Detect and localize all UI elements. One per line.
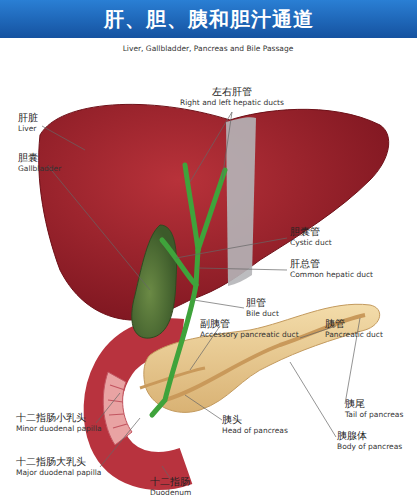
title-bar <box>0 0 417 38</box>
part-label: Accessory pancreatic duct <box>200 331 299 339</box>
part-label: 胆管 <box>246 297 266 308</box>
part-label: 肝脏 <box>18 112 38 123</box>
gallbladder-shape <box>132 225 177 338</box>
part-label: 胆囊 <box>18 152 38 163</box>
subtitle-text: Liver, Gallbladder, Pancreas and Bile Pa… <box>123 45 294 53</box>
part-label: 副胰管 <box>200 318 230 329</box>
liver-shape <box>39 104 389 320</box>
part-label: 十二指肠大乳头 <box>16 456 86 467</box>
part-label: 胰尾 <box>345 398 365 409</box>
part-label: 胆囊管 <box>290 226 320 237</box>
part-label: 胰管 <box>325 318 345 329</box>
part-label: Body of pancreas <box>337 443 402 451</box>
part-label: Common hepatic duct <box>290 271 373 279</box>
ligament-band <box>226 117 256 286</box>
part-label: Liver <box>18 125 36 133</box>
part-label: Cystic duct <box>290 239 332 247</box>
part-label: Minor duodenal papilla <box>16 425 102 433</box>
part-label: 十二指肠小乳头 <box>16 412 86 423</box>
part-label: 胰腺体 <box>337 430 367 441</box>
part-label: 肝总管 <box>290 258 320 269</box>
pancreatic-duct <box>165 315 365 400</box>
part-label: Right and left hepatic ducts <box>180 99 284 107</box>
leader-lines <box>42 112 360 478</box>
part-label: Major duodenal papilla <box>16 469 101 477</box>
bile-ducts <box>152 165 225 415</box>
part-label: Tail of pancreas <box>345 411 403 419</box>
part-label: 胰头 <box>222 414 242 425</box>
title-text: 肝、胆、胰和胆汁通道 <box>0 0 417 38</box>
part-label: 十二指肠 <box>150 476 190 487</box>
part-label: Bile duct <box>246 310 279 318</box>
part-label: Gallbladder <box>18 165 61 173</box>
mucosal-folds <box>108 385 127 428</box>
part-label: Head of pancreas <box>222 427 288 435</box>
part-label: Duodenum <box>150 489 191 497</box>
part-label: Pancreatic duct <box>325 331 383 339</box>
part-label: 左右肝管 <box>212 86 252 97</box>
